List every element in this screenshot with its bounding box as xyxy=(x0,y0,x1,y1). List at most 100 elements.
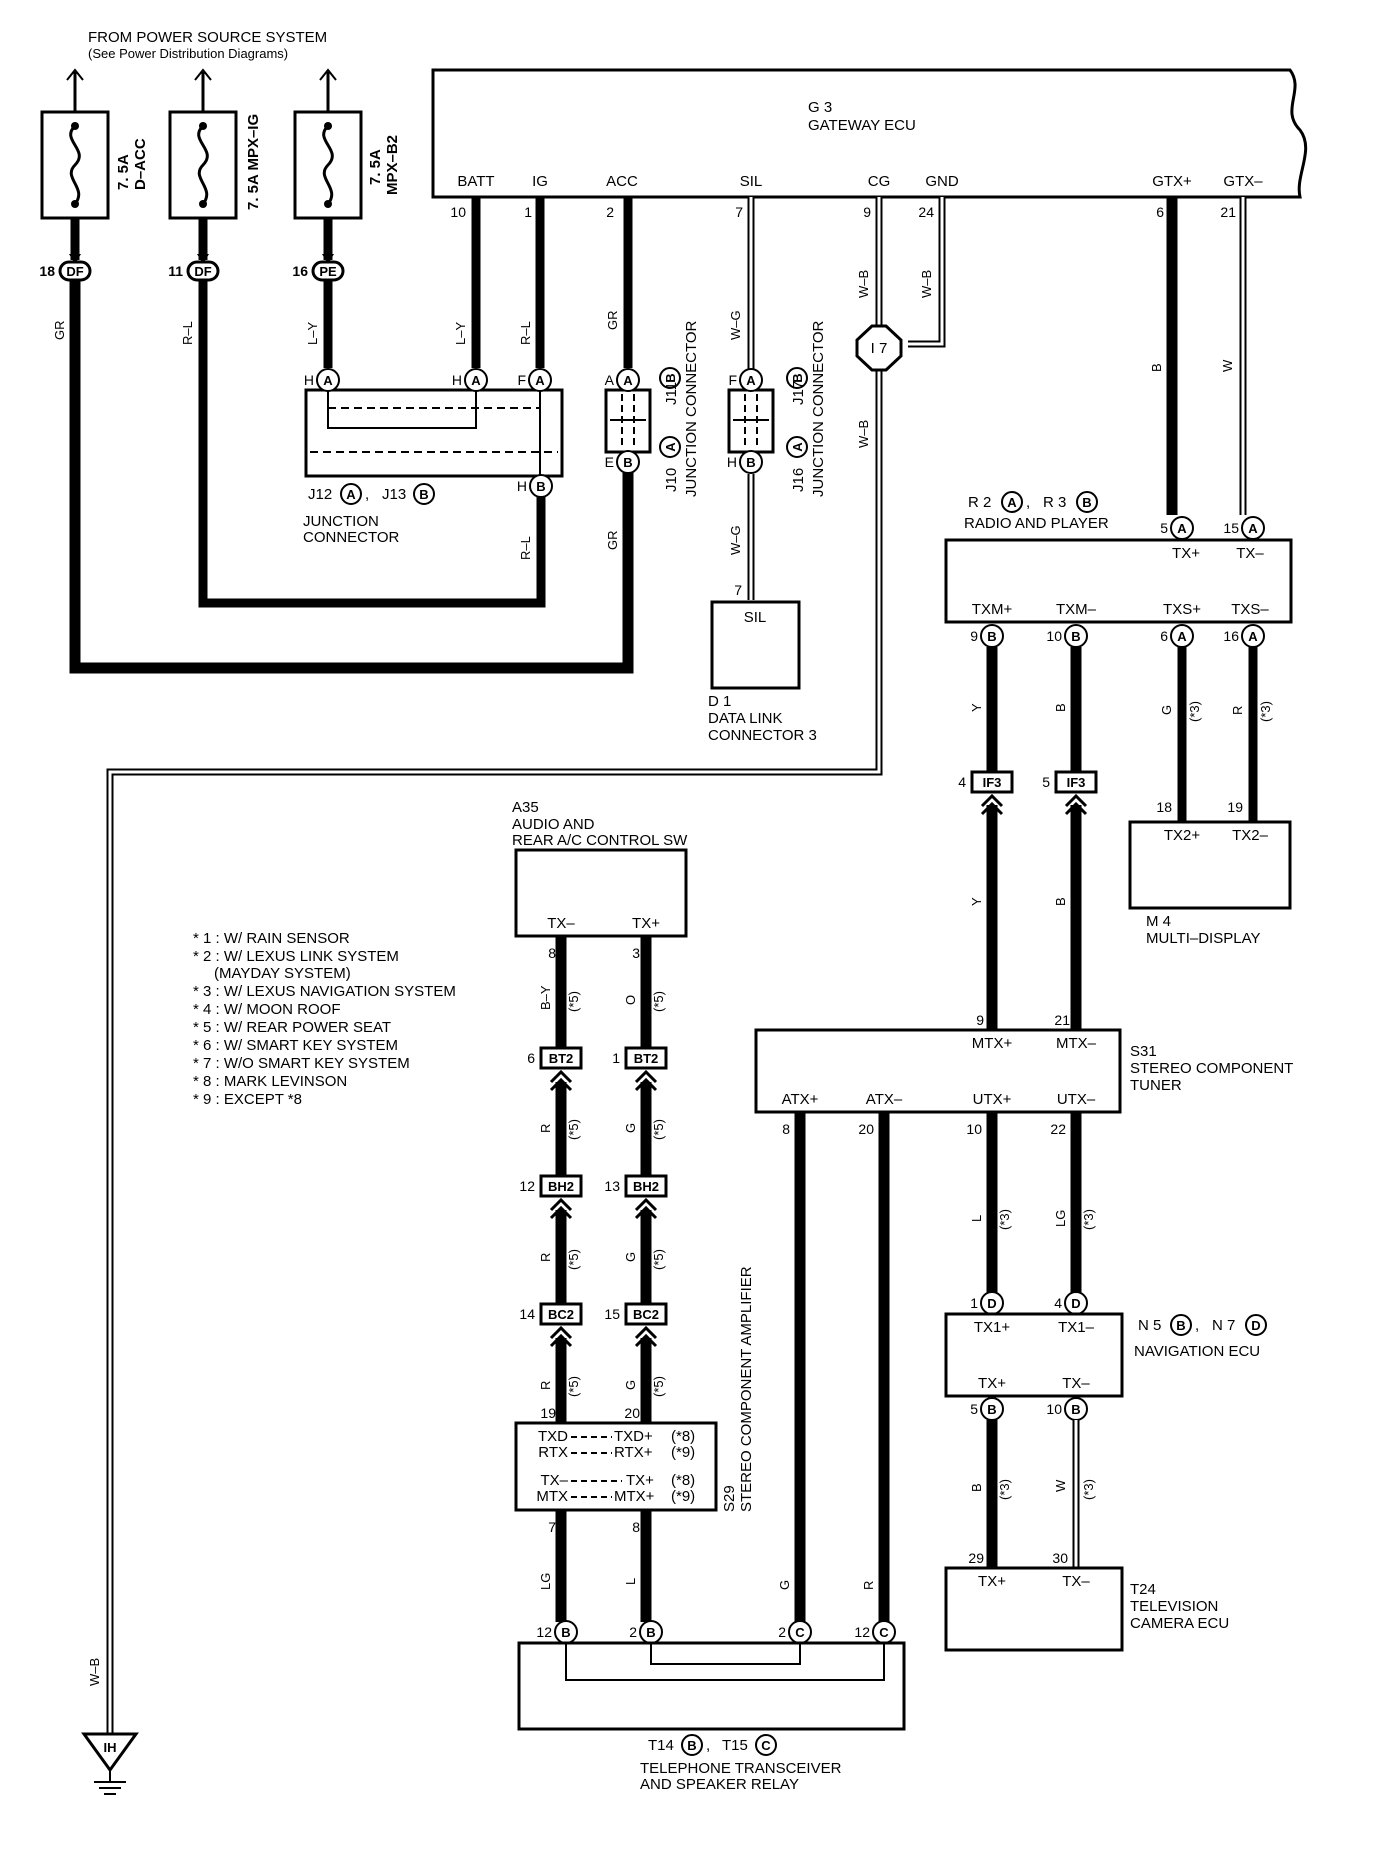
svg-text:* 5 : W/ REAR POWER SEAT: * 5 : W/ REAR POWER SEAT xyxy=(193,1019,391,1036)
svg-text:B: B xyxy=(746,455,755,470)
stereo-tuner: 9 21 MTX+ MTX– ATX+ ATX– UTX+ UTX– 8 20 … xyxy=(754,1012,1293,1137)
svg-text:9: 9 xyxy=(970,628,978,644)
gw-pin-batt: 10 xyxy=(450,204,466,220)
svg-text:,: , xyxy=(1026,494,1030,511)
svg-text:BC2: BC2 xyxy=(548,1307,574,1322)
svg-text:,: , xyxy=(706,1737,710,1754)
dlc-terminal: SIL xyxy=(744,609,767,626)
radio-id2: R 3 xyxy=(1043,494,1066,511)
svg-text:(*5): (*5) xyxy=(651,1249,666,1270)
svg-text:(*5): (*5) xyxy=(651,1119,666,1140)
wire-g-txs: G xyxy=(1159,705,1174,715)
svg-text:IF3: IF3 xyxy=(983,775,1002,790)
j10-c2: J11 xyxy=(663,382,680,405)
navigation-ecu: N 5 B , N 7 D NAVIGATION ECU D 1 D 4 TX1… xyxy=(944,1291,1267,1421)
svg-text:* 2 : W/ LEXUS LINK SYSTEM: * 2 : W/ LEXUS LINK SYSTEM xyxy=(193,948,399,965)
svg-text:7: 7 xyxy=(548,1519,556,1535)
fuse-1-name: D–ACC xyxy=(132,138,149,190)
svg-text:TXD+: TXD+ xyxy=(614,1428,653,1445)
svg-text:(*5): (*5) xyxy=(566,991,581,1012)
svg-text:T24: T24 xyxy=(1130,1581,1156,1598)
svg-text:TX1–: TX1– xyxy=(1058,1319,1095,1336)
svg-text:O: O xyxy=(623,995,638,1005)
svg-text:13: 13 xyxy=(604,1178,620,1194)
gw-term-cg: CG xyxy=(868,173,891,190)
nav-tv-wires xyxy=(986,1420,1080,1568)
svg-text:R: R xyxy=(861,1581,876,1590)
power-wires xyxy=(69,197,634,674)
fuse-1-amp: 7. 5A xyxy=(115,154,132,190)
svg-text:A: A xyxy=(790,442,805,452)
junction-connector-j10: A A B E B A J11 J10 JUNCTION CONNECTOR xyxy=(604,320,700,497)
svg-text:TX–: TX– xyxy=(1062,1375,1090,1392)
jc-pin-f: F xyxy=(517,372,526,388)
svg-text:(*3): (*3) xyxy=(1081,1209,1096,1230)
svg-text:B: B xyxy=(561,1625,570,1640)
dlc-name-1: DATA LINK xyxy=(708,710,782,727)
svg-text:T15: T15 xyxy=(722,1737,748,1754)
svg-text:TX2+: TX2+ xyxy=(1164,827,1201,844)
fuse-3-amp: 7. 5A xyxy=(367,149,384,185)
notes-legend: * 1 : W/ RAIN SENSOR * 2 : W/ LEXUS LINK… xyxy=(193,930,456,1108)
svg-text:10: 10 xyxy=(1046,628,1062,644)
svg-text:TX–: TX– xyxy=(540,1472,568,1489)
gw-pin-ig: 1 xyxy=(524,204,532,220)
svg-text:,: , xyxy=(1195,1317,1199,1334)
svg-text:MTX–: MTX– xyxy=(1056,1035,1097,1052)
svg-text:N 7: N 7 xyxy=(1212,1317,1235,1334)
j10-c1: J10 xyxy=(663,468,680,492)
svg-text:TXM–: TXM– xyxy=(1056,601,1097,618)
gw-pin-gtx-plus: 6 xyxy=(1156,204,1164,220)
wire-wb-2: W–B xyxy=(919,270,934,298)
svg-text:B: B xyxy=(663,373,678,382)
gateway-ecu: G 3 GATEWAY ECU BATT IG ACC SIL CG GND G… xyxy=(431,68,1308,220)
svg-text:G: G xyxy=(623,1252,638,1262)
svg-text:* 9 : EXCEPT *8: * 9 : EXCEPT *8 xyxy=(193,1091,302,1108)
gw-pin-sil: 7 xyxy=(735,204,743,220)
svg-text:1: 1 xyxy=(612,1050,620,1066)
gw-term-gtx-minus: GTX– xyxy=(1223,173,1263,190)
svg-text:MTX+: MTX+ xyxy=(614,1488,655,1505)
svg-text:(*9): (*9) xyxy=(671,1444,695,1461)
wire-wb-4: W–B xyxy=(87,1658,102,1686)
j16-name: JUNCTION CONNECTOR xyxy=(810,320,827,497)
svg-text:CAMERA ECU: CAMERA ECU xyxy=(1130,1615,1229,1632)
svg-text:4: 4 xyxy=(1054,1295,1062,1311)
ground-ih: IH xyxy=(81,1732,139,1795)
svg-text:L: L xyxy=(623,1578,638,1585)
svg-text:TELEVISION: TELEVISION xyxy=(1130,1598,1218,1615)
svg-text:* 7 : W/O SMART KEY SYSTEM: * 7 : W/O SMART KEY SYSTEM xyxy=(193,1055,410,1072)
jc-b-1: B xyxy=(536,479,545,494)
svg-text:B: B xyxy=(1071,1402,1080,1417)
svg-text:LG: LG xyxy=(538,1573,553,1590)
svg-text:G: G xyxy=(623,1380,638,1390)
svg-text:NAVIGATION ECU: NAVIGATION ECU xyxy=(1134,1343,1260,1360)
svg-text:15: 15 xyxy=(604,1306,620,1322)
j16-bottom-pin: H xyxy=(727,454,737,470)
svg-text:R: R xyxy=(538,1124,553,1133)
radio-and-player: R 2 A , R 3 B RADIO AND PLAYER A 5 A 15 … xyxy=(944,491,1293,648)
svg-text:(*5): (*5) xyxy=(566,1249,581,1270)
jc-pin-h3: H xyxy=(517,478,527,494)
svg-text:IF3: IF3 xyxy=(1067,775,1086,790)
svg-text:30: 30 xyxy=(1052,1550,1068,1566)
j16-c1: J16 xyxy=(790,468,807,492)
svg-text:* 3 : W/ LEXUS NAVIGATION SYST: * 3 : W/ LEXUS NAVIGATION SYSTEM xyxy=(193,983,456,1000)
svg-text:B: B xyxy=(1176,1318,1185,1333)
svg-text:S29: S29 xyxy=(721,1485,738,1512)
svg-text:REAR A/C CONTROL SW: REAR A/C CONTROL SW xyxy=(512,832,688,849)
svg-text:MTX: MTX xyxy=(536,1488,568,1505)
svg-text:8: 8 xyxy=(782,1121,790,1137)
wire-gr-3: GR xyxy=(605,531,620,551)
svg-text:(*3): (*3) xyxy=(997,1209,1012,1230)
svg-text:B: B xyxy=(1082,495,1091,510)
tuner-bottom-wires xyxy=(794,1112,1082,1630)
telephone-transceiver: B 12 B 2 C 2 C 12 T14 B , T15 C TELEPHON… xyxy=(517,1620,906,1793)
wire-y-2: Y xyxy=(969,897,984,906)
svg-text:A: A xyxy=(1177,629,1187,644)
svg-text:19: 19 xyxy=(1227,799,1243,815)
wire-r-txs: R xyxy=(1230,706,1245,715)
svg-text:STEREO COMPONENT: STEREO COMPONENT xyxy=(1130,1060,1293,1077)
svg-text:TX–: TX– xyxy=(1236,545,1264,562)
